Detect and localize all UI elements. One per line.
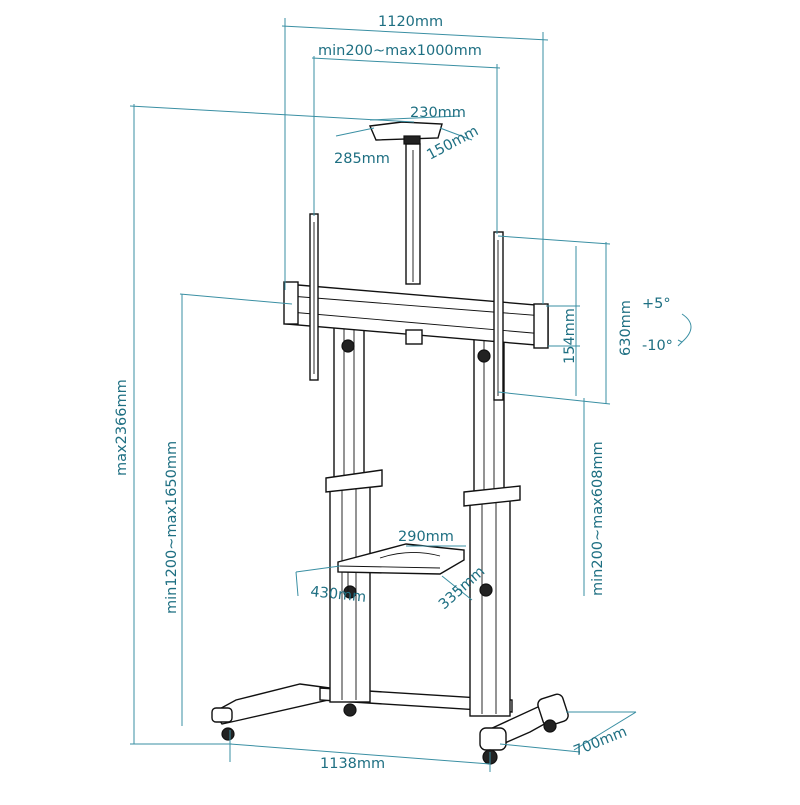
vesa-arm-left — [309, 213, 319, 381]
right-column — [463, 335, 521, 717]
shelf-mid-length-label: 430mm — [310, 584, 367, 606]
shelf-top-width-label: 230mm — [410, 105, 466, 121]
tv-stand-drawing — [211, 121, 569, 765]
left-column — [325, 319, 383, 703]
vesa-arm-right — [493, 231, 504, 401]
shelf-mid-width-label: 290mm — [398, 529, 454, 545]
tilt-arrow-icon — [681, 313, 692, 343]
mounting-crossbar — [283, 281, 549, 349]
base-width-label: 1138mm — [320, 756, 385, 772]
vesa-height-label: 630mm — [618, 300, 634, 356]
center-height-label: min1200~max1650mm — [164, 441, 180, 614]
tilt-down-label: -10° — [642, 338, 673, 354]
base-left-foot — [211, 683, 357, 741]
overall-width-label: 1120mm — [378, 14, 443, 30]
dimension-lines — [129, 18, 692, 772]
middle-shelf — [337, 543, 465, 594]
tilt-up-label: +5° — [642, 296, 671, 312]
top-shelf — [368, 121, 443, 285]
vesa-width-label: min200~max1000mm — [318, 43, 482, 59]
max-height-label: max2366mm — [114, 379, 130, 476]
base-depth-label: 700mm — [572, 724, 630, 760]
vesa-vertical-label: min200~max608mm — [590, 441, 606, 596]
crossbar-height-label: 154mm — [562, 308, 578, 364]
shelf-top-depth-label: 285mm — [334, 151, 390, 167]
